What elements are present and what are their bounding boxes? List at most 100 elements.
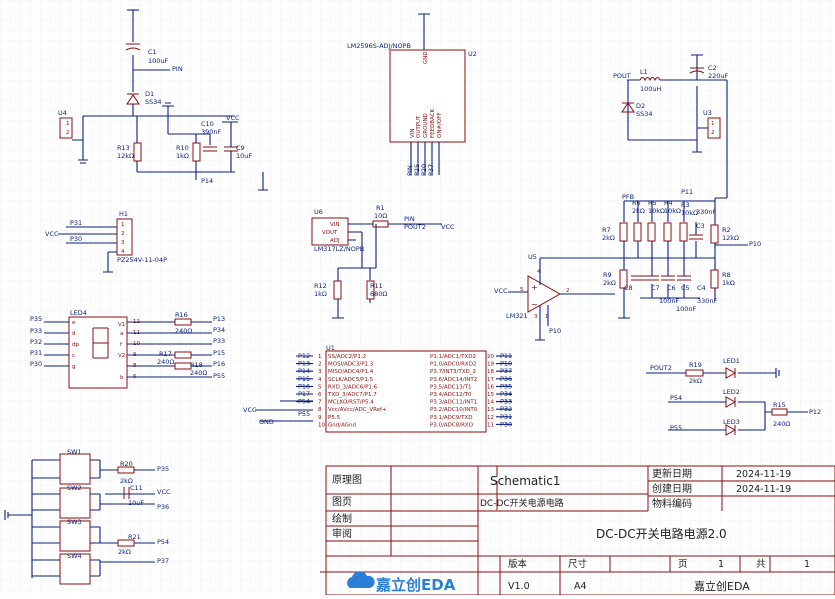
u1-right-pin-num: 13 bbox=[487, 407, 494, 413]
u1-ref: U1 bbox=[326, 344, 335, 352]
tb-total: 1 bbox=[804, 559, 810, 570]
u1-left-pin-label: SCLK/ADC5/P1.5 bbox=[328, 377, 374, 383]
u1-right-pin-label: P3.3/ADC11/INT1 bbox=[430, 400, 477, 406]
led4-ref: LED4 bbox=[70, 309, 87, 317]
u3-connector bbox=[707, 117, 721, 139]
net-p33-led: P33 bbox=[30, 327, 42, 335]
c4-value: 330nF bbox=[697, 297, 718, 305]
r9-value: 2kΩ bbox=[603, 279, 616, 287]
led4-pin-v2: V2 bbox=[118, 353, 125, 359]
u1-right-pin-label: P3.0/ADC8/RXD bbox=[430, 422, 473, 428]
u2-pin-onoff: ON#/OFF bbox=[437, 112, 443, 138]
r4-value: 10kΩ bbox=[664, 207, 681, 215]
u5-triangle bbox=[527, 275, 562, 313]
h1-pin1: 1 bbox=[121, 222, 125, 228]
u6-body bbox=[311, 217, 349, 246]
u1-right-pin-num: 18 bbox=[487, 369, 494, 375]
led2-ref: LED2 bbox=[723, 388, 740, 396]
c1-ref: C1 bbox=[148, 48, 157, 56]
u1-right-pin-num: 17 bbox=[487, 377, 494, 383]
r15-ref: R15 bbox=[773, 401, 786, 409]
feedback-network: PFB P11 R7 2kΩ R6 2kΩ R5 10kΩ R4 10kΩ R3… bbox=[540, 188, 761, 319]
u1-left-pin-num: 5 bbox=[318, 384, 322, 390]
logo-text: 嘉立创EDA bbox=[375, 576, 456, 594]
h1-pin2: 2 bbox=[121, 231, 125, 237]
led4-body bbox=[68, 316, 128, 389]
u1-right-pin-num: 14 bbox=[487, 400, 494, 406]
r6-ref: R6 bbox=[632, 199, 641, 207]
r4-body bbox=[663, 222, 672, 242]
u1-right-net: P35 bbox=[500, 382, 512, 390]
net-vcc-u1: VCC bbox=[243, 406, 257, 414]
net-p30-led: P30 bbox=[30, 360, 42, 368]
u4-pin1: 1 bbox=[66, 121, 70, 127]
c1-value: 100uF bbox=[148, 57, 169, 65]
tb-page: 1 bbox=[718, 559, 724, 570]
h1-header: H1 1 2 3 4 P31 VCC P30 PZ254V-11-04P bbox=[45, 210, 167, 273]
r17-body bbox=[174, 351, 192, 359]
u1-right-pin-num: 19 bbox=[487, 362, 494, 368]
r6-value: 2kΩ bbox=[632, 207, 645, 215]
tb-label-size: 尺寸 bbox=[568, 558, 588, 570]
u1-left-pin-num: 7 bbox=[318, 400, 322, 406]
net-vcc-h1: VCC bbox=[45, 230, 59, 238]
tb-label-drawing: 原理图 bbox=[332, 474, 362, 486]
led4-pin-f: f bbox=[120, 342, 123, 348]
u4-connector bbox=[59, 117, 73, 139]
tb-label-drawn: 绘制 bbox=[332, 512, 352, 525]
c7-ref: C7 bbox=[651, 284, 660, 292]
r20-value: 2kΩ bbox=[120, 477, 133, 485]
u2-regulator: LM2596S-ADJ/NOPB U2 GND VIN OUTPUT GROUN… bbox=[347, 13, 477, 176]
net-p34-led: P34 bbox=[213, 326, 225, 334]
u2-pin-vin: VIN bbox=[410, 129, 416, 139]
u1-right-pin-num: 15 bbox=[487, 392, 494, 398]
net-p35-sw: P35 bbox=[157, 465, 169, 473]
c7-value: 100nF bbox=[659, 297, 680, 305]
sw1-body bbox=[59, 453, 91, 485]
u1-left-pin-label: TXD_3/ADC7/P1.7 bbox=[327, 392, 377, 398]
h1-pin4: 4 bbox=[121, 249, 125, 255]
r8-value: 1kΩ bbox=[722, 279, 735, 287]
u1-left-net: P17 bbox=[298, 390, 310, 398]
r10-value: 1kΩ bbox=[176, 152, 189, 160]
r11-body bbox=[366, 280, 375, 300]
u1-right-pin-num: 16 bbox=[487, 384, 494, 390]
net-p31-led: P31 bbox=[30, 349, 42, 357]
r3-ref: R3 bbox=[681, 201, 690, 209]
c2-ref: C2 bbox=[708, 64, 717, 72]
net-p15-led: P15 bbox=[213, 349, 225, 357]
net-p36-sw: P36 bbox=[157, 503, 169, 511]
u5-pin2: 2 bbox=[566, 288, 570, 294]
u1-right-net: P11 bbox=[500, 352, 512, 360]
u1-left-pin-num: 9 bbox=[318, 415, 322, 421]
c3-ref: C3 bbox=[696, 222, 705, 230]
h1-pin3: 3 bbox=[121, 240, 125, 246]
u1-right-pin-label: P1.0/ADC0/RXD2 bbox=[430, 362, 476, 368]
u1-left-pin-label: Vcc/AVcc/ADC_VRef+ bbox=[328, 407, 387, 413]
u6-pin-adj: ADJ bbox=[330, 238, 340, 244]
tb-label-version: 版本 bbox=[508, 558, 528, 570]
led4-pin-a: a bbox=[120, 331, 123, 337]
u6-regulator: U6 VIN VOUT ADJ LM317LZ/NOPB R1 10Ω PIN … bbox=[311, 204, 455, 319]
svg-text:+: + bbox=[531, 283, 538, 292]
u1-right-net: P37 bbox=[500, 367, 512, 375]
u1-left-net: P16 bbox=[298, 382, 310, 390]
sw4-ref: SW4 bbox=[67, 552, 82, 560]
sw2-body bbox=[59, 487, 91, 519]
u6-pin-vout: VOUT bbox=[322, 230, 338, 236]
r17-ref: R17 bbox=[159, 350, 172, 358]
u1-right-net: P36 bbox=[500, 375, 512, 383]
r3-value: 10kΩ bbox=[681, 209, 698, 217]
tb-label-sheet: 图页 bbox=[332, 496, 352, 508]
input-section: C1 100uF PIN D1 SS34 U4 1 2 R13 12kΩ R10… bbox=[58, 9, 268, 191]
u1-right-pin-label: P3.1/ADC9/TXD bbox=[430, 415, 472, 421]
c4-ref: C4 bbox=[697, 284, 706, 292]
u1-right-net: P10 bbox=[500, 360, 512, 368]
r19-body bbox=[685, 369, 704, 377]
u1-right-pin-num: 11 bbox=[487, 422, 494, 428]
net-p16-led: P16 bbox=[213, 360, 225, 368]
u3-ref: U3 bbox=[703, 109, 712, 117]
c3-value: 330nF bbox=[696, 208, 717, 216]
